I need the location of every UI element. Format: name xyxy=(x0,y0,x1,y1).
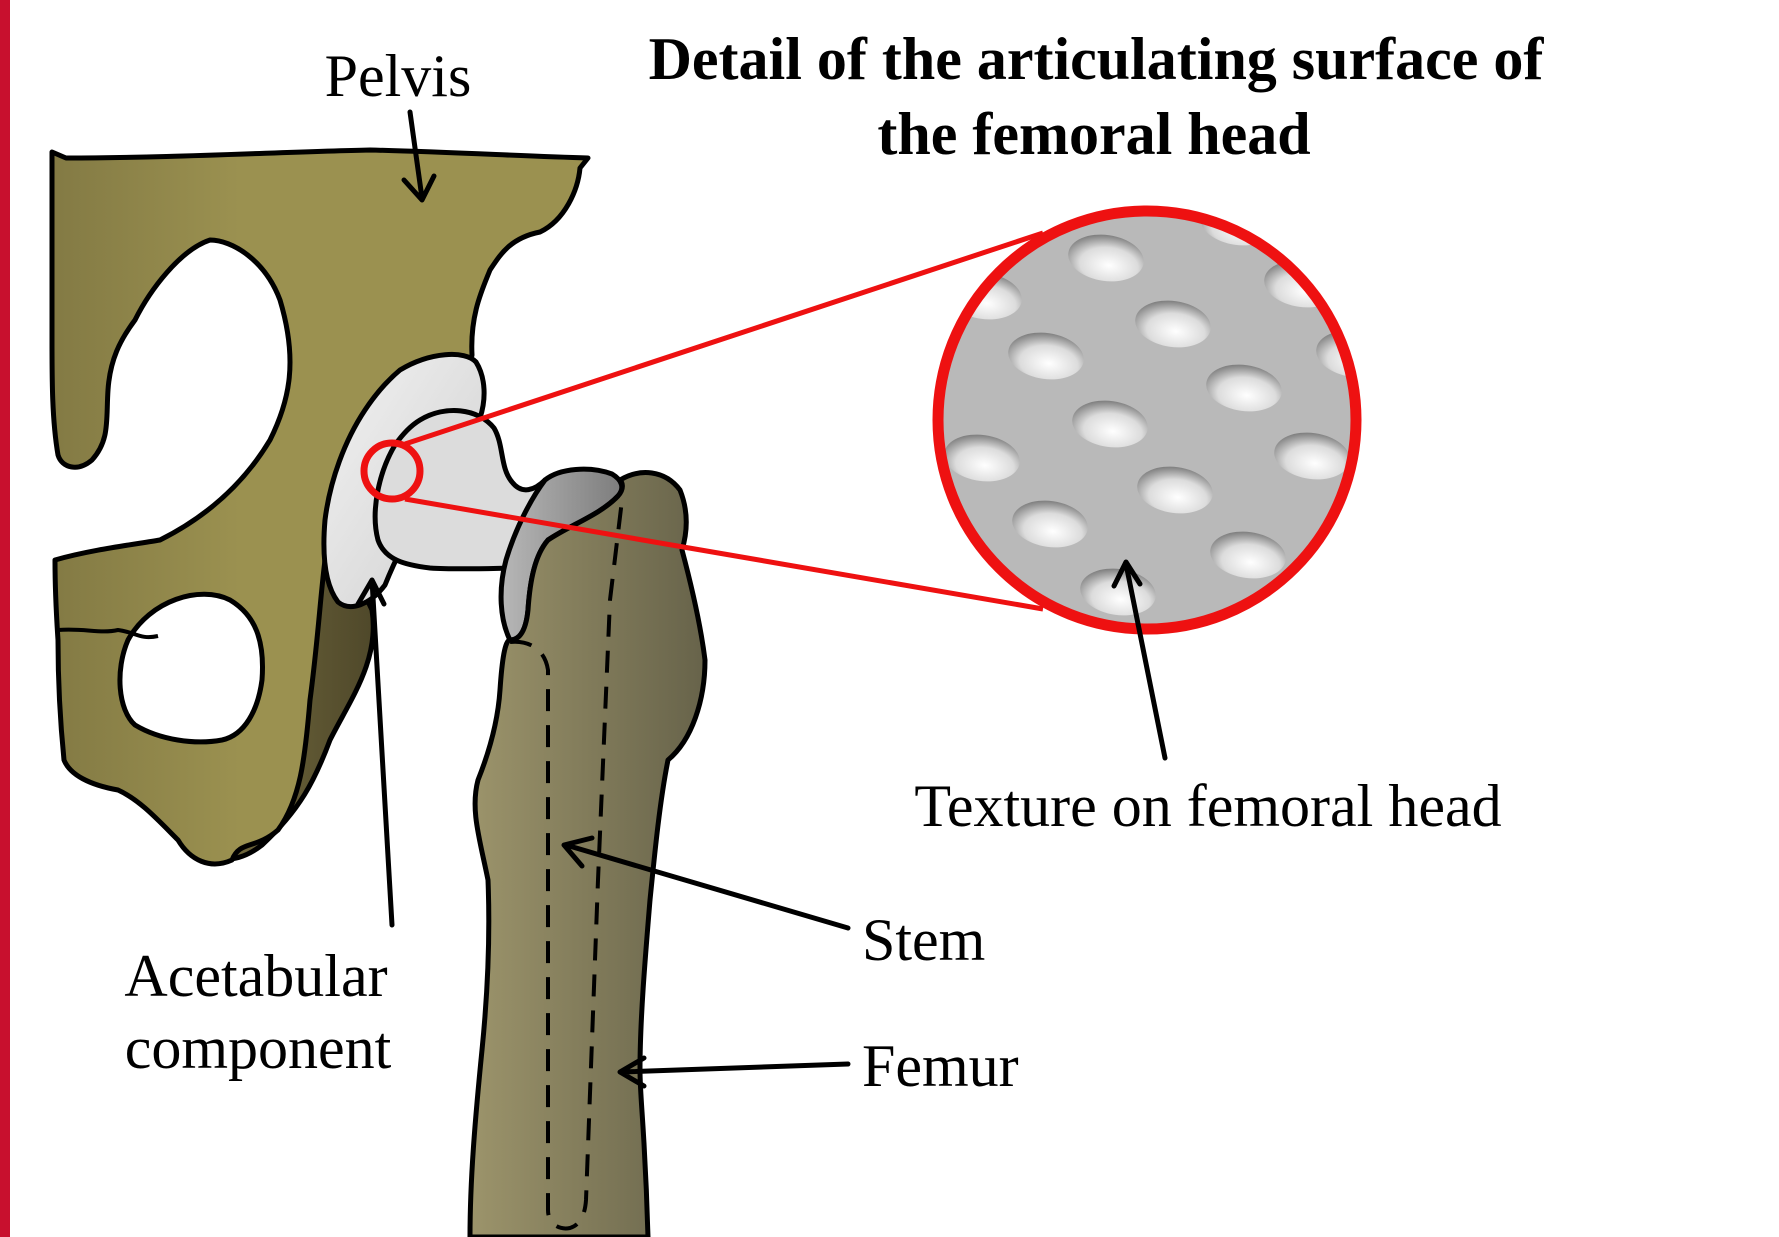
label-acetabular-line1: Acetabular xyxy=(124,943,387,1009)
femur-arrow xyxy=(620,1058,848,1086)
label-pelvis: Pelvis xyxy=(325,43,472,109)
label-acetabular-line2: component xyxy=(125,1015,392,1081)
label-texture: Texture on femoral head xyxy=(914,773,1501,839)
label-femur: Femur xyxy=(862,1033,1019,1099)
title-line-2: the femoral head xyxy=(877,101,1310,167)
label-stem: Stem xyxy=(862,907,985,973)
title-line-1: Detail of the articulating surface of xyxy=(649,26,1545,92)
